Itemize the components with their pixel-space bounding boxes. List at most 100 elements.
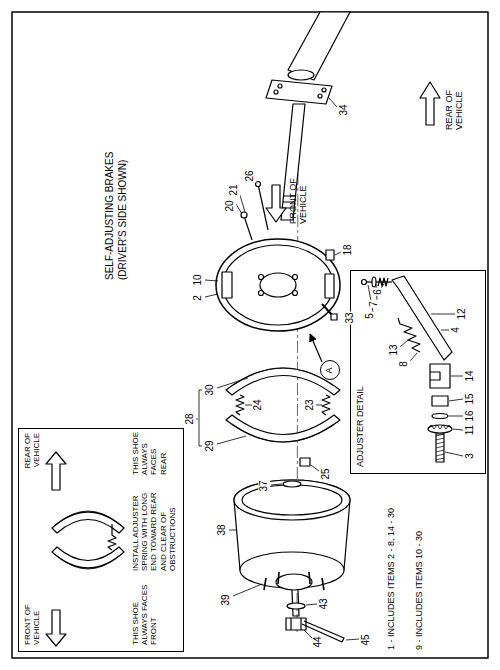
- axle-housing: [274, 90, 278, 94]
- callout-number: 45: [360, 633, 372, 646]
- callout-number: 6: [372, 288, 384, 296]
- leader-line: [346, 639, 359, 640]
- callout-number: 34: [338, 103, 350, 116]
- brake-shoes: [226, 415, 340, 442]
- box-heading: ADJUSTER DETAIL: [355, 347, 365, 467]
- note-text: THIS SHOE ALWAYS FACES FRONT: [131, 575, 159, 645]
- callout-number: 33: [344, 311, 356, 324]
- inset-shoes: [108, 524, 116, 550]
- leader-line: [229, 530, 236, 531]
- view-arrow: [310, 334, 322, 362]
- drum: [264, 572, 324, 590]
- inset-shoes: [46, 610, 66, 646]
- callout-number: 43: [318, 597, 330, 610]
- callout-number: 18: [342, 243, 354, 256]
- brake-shoes: [232, 368, 334, 386]
- backing-plate: [260, 273, 296, 297]
- direction-arrow: [420, 82, 440, 125]
- pin-and-bleeder: [256, 182, 261, 187]
- callout-number: 3: [464, 452, 476, 460]
- inset-shoes: [57, 556, 119, 569]
- callout-number: 4: [450, 326, 462, 334]
- hub-hardware: [287, 603, 305, 609]
- backing-plate: [293, 291, 298, 296]
- screw-thread: [436, 442, 444, 444]
- callout-number: 7: [368, 300, 380, 308]
- backing-plate: [222, 272, 232, 298]
- view-arrow: [310, 334, 322, 362]
- axle-housing: [322, 88, 326, 92]
- callout-number: 5: [364, 312, 376, 320]
- callout-number: 38: [216, 523, 228, 536]
- inset-shoes: [52, 547, 124, 568]
- callout-number: 39: [220, 593, 232, 606]
- adjuster-parts: [362, 276, 453, 462]
- backing-plate: [223, 245, 333, 325]
- inset-box: FRONT OF VEHICLE REAR OF VEHICLE THIS SHOE…: [18, 428, 184, 652]
- leader-line: [400, 340, 417, 361]
- note-text: 1 - INCLUDES ITEMS 2 - 8, 14 - 30: [386, 478, 396, 650]
- backing-plate: [216, 239, 340, 331]
- callout-number: 25: [320, 467, 332, 480]
- drum: [276, 574, 312, 590]
- callout-number: 14: [464, 369, 476, 382]
- axle-housing: [288, 70, 314, 80]
- backing-plate: [216, 239, 340, 331]
- adjuster-parts: [432, 414, 448, 419]
- backing-plate: [325, 274, 334, 298]
- callout-number: 16: [464, 409, 476, 422]
- screw-thread: [436, 434, 444, 460]
- leader-line: [445, 376, 463, 456]
- callout-number: 37: [258, 479, 270, 492]
- adjuster-parts: [392, 276, 452, 360]
- direction-arrow: [266, 185, 286, 222]
- leader-line: [311, 465, 319, 471]
- callout-number: 30: [204, 383, 216, 396]
- backing-plate: [293, 275, 298, 280]
- leader-line: [195, 390, 202, 446]
- adjuster-parts: [430, 364, 450, 388]
- axle-housing: [318, 94, 322, 98]
- screw-thread: [436, 446, 444, 448]
- adjuster-parts: [432, 396, 448, 406]
- screw-thread: [436, 458, 444, 460]
- callout-number: 8: [398, 360, 410, 368]
- callout-number: 23: [304, 398, 316, 411]
- callout-number: 2: [192, 294, 204, 302]
- callout-number: 10: [192, 273, 204, 286]
- pin-and-bleeder: [331, 314, 337, 320]
- note-text: THIS SHOE ALWAYS FACES REAR: [131, 431, 168, 475]
- pin-and-bleeder: [244, 216, 252, 240]
- callout-number: 21: [228, 183, 240, 196]
- callout-number: 13: [388, 343, 400, 356]
- leader-line: [335, 252, 341, 255]
- screw-thread: [436, 434, 444, 436]
- hub-hardware: [291, 618, 301, 630]
- brake-shoes: [226, 368, 340, 466]
- brake-shoes: [322, 395, 330, 415]
- note-text: REAR OF VEHICLE: [444, 66, 465, 130]
- leader-line: [217, 378, 248, 444]
- screw-thread: [436, 454, 444, 456]
- callout-number: 26: [244, 169, 256, 182]
- drum: [283, 481, 301, 487]
- axle-housing: [288, 12, 350, 80]
- adjuster-parts: [428, 425, 452, 429]
- adjuster-parts: [372, 277, 376, 287]
- adjuster-parts: [428, 425, 452, 433]
- axle-housing: [266, 80, 332, 104]
- note-text: REAR OF VEHICLE: [23, 433, 41, 501]
- leader-line: [306, 604, 317, 605]
- backing-plate: [259, 275, 264, 280]
- leader-line: [271, 484, 282, 485]
- callout-number: 11: [464, 424, 476, 436]
- inset-shoes: [46, 452, 124, 646]
- callout-number: 44: [312, 635, 324, 648]
- note-text: 9 - INCLUDES ITEMS 10 - 30: [414, 478, 424, 650]
- note-text: FRONT OF VEHICLE: [23, 575, 41, 645]
- adjuster-parts: [436, 434, 444, 462]
- brake-shoes: [236, 395, 244, 415]
- pin-and-bleeder: [258, 184, 268, 230]
